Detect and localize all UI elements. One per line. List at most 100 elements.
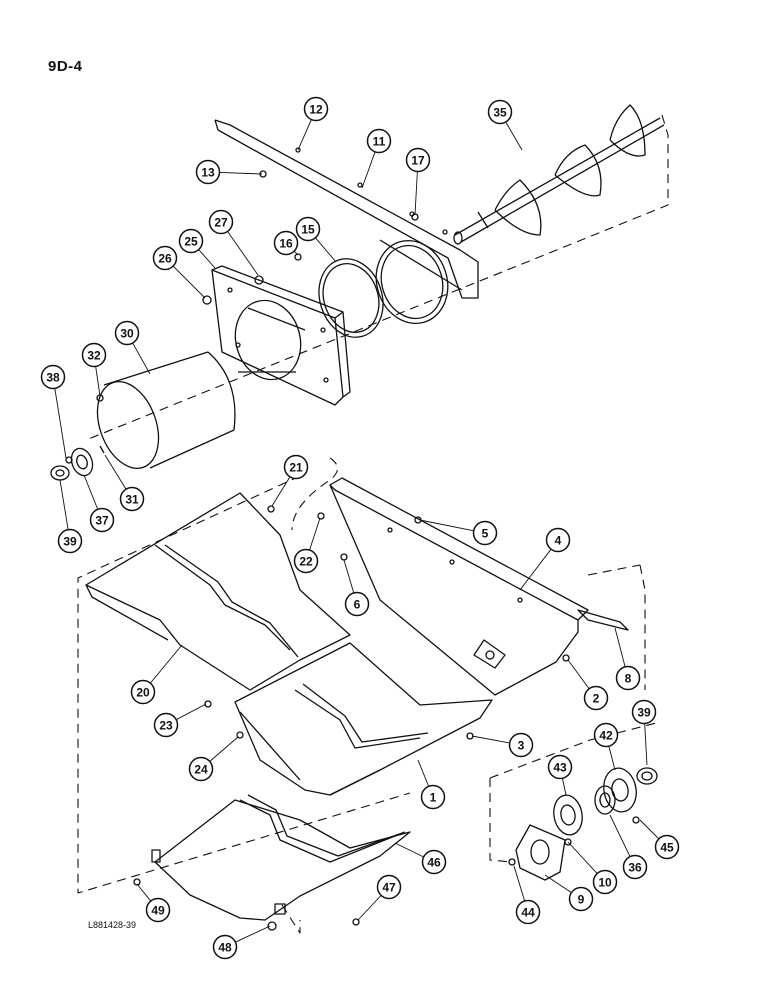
callout-30: 30: [114, 320, 140, 346]
leader-line-32: [95, 366, 101, 397]
callout-circle: [195, 159, 221, 185]
callout-circle: [114, 320, 140, 346]
callout-circle: [654, 834, 680, 860]
callout-label: 24: [194, 763, 208, 777]
callout-6: 6: [344, 591, 370, 617]
callout-label: 12: [309, 103, 323, 117]
leader-line-42: [608, 746, 616, 771]
callout-circle: [593, 722, 619, 748]
callout-15: 15: [295, 216, 321, 242]
callout-26: 26: [152, 245, 178, 271]
callout-label: 5: [482, 527, 489, 541]
leader-line-23: [176, 703, 207, 720]
callout-label: 30: [120, 327, 134, 341]
callout-label: 17: [411, 154, 425, 168]
leader-line-48: [235, 925, 271, 943]
callout-label: 42: [599, 729, 613, 743]
callout-circle: [295, 216, 321, 242]
callout-11: 11: [366, 128, 392, 154]
leader-line-37: [83, 474, 98, 510]
callout-1: 1: [420, 784, 446, 810]
leader-line-39: [644, 723, 648, 766]
callout-label: 11: [373, 135, 386, 149]
callout-label: 22: [299, 555, 313, 569]
callout-45: 45: [654, 834, 680, 860]
callout-44: 44: [515, 899, 541, 925]
leader-line-38: [54, 388, 67, 459]
leader-line-27: [227, 231, 259, 276]
callout-circle: [293, 548, 319, 574]
callout-27: 27: [208, 209, 234, 235]
mounting-plate: [211, 265, 351, 406]
callout-32: 32: [81, 342, 107, 368]
callout-label: 43: [553, 761, 567, 775]
dashed-group-lines: [77, 114, 669, 934]
callout-label: 46: [427, 856, 441, 870]
callout-label: 13: [201, 166, 215, 180]
drum-cylinder: [96, 351, 236, 470]
callout-42: 42: [593, 722, 619, 748]
callout-9: 9: [568, 886, 594, 912]
callout-circle: [153, 712, 179, 738]
lower-trough-panel: [151, 794, 411, 921]
callout-circle: [592, 869, 618, 895]
callout-label: 39: [637, 706, 651, 720]
leader-line-24: [209, 736, 239, 762]
leader-line-15: [315, 237, 337, 263]
leader-line-39: [59, 479, 69, 530]
upper-housing-plate: [214, 119, 479, 325]
callout-circle: [545, 527, 571, 553]
callout-31: 31: [119, 486, 145, 512]
right-bearing-assembly: [515, 767, 658, 881]
callout-20: 20: [130, 679, 156, 705]
callout-label: 3: [518, 739, 525, 753]
callout-circle: [303, 96, 329, 122]
callout-47: 47: [376, 874, 402, 900]
callout-circle: [622, 854, 648, 880]
callout-label: 2: [593, 692, 600, 706]
callout-circle: [583, 685, 609, 711]
leader-line-46: [394, 842, 424, 858]
callout-circle: [508, 732, 534, 758]
callout-39: 39: [57, 528, 83, 554]
callout-17: 17: [405, 147, 431, 173]
leader-line-2: [567, 659, 590, 689]
callout-circle: [344, 591, 370, 617]
left-bearing-assembly: [50, 445, 105, 481]
leader-line-26: [173, 266, 206, 299]
callout-25: 25: [178, 228, 204, 254]
callout-39: 39: [631, 699, 657, 725]
callout-38: 38: [40, 364, 66, 390]
callout-label: 8: [625, 672, 632, 686]
callout-label: 47: [382, 881, 396, 895]
callout-circle: [631, 699, 657, 725]
callout-label: 35: [493, 106, 507, 120]
callout-4: 4: [545, 527, 571, 553]
callout-circle: [273, 230, 299, 256]
callout-circle: [212, 934, 238, 960]
callout-circle: [366, 128, 392, 154]
callout-label: 9: [578, 893, 585, 907]
callout-label: 15: [301, 223, 315, 237]
callout-37: 37: [89, 507, 115, 533]
callout-24: 24: [188, 756, 214, 782]
callout-13: 13: [195, 159, 221, 185]
callout-46: 46: [421, 849, 447, 875]
callout-label: 49: [151, 904, 165, 918]
callout-label: 16: [279, 237, 293, 251]
auger-shaft: [453, 104, 665, 245]
callout-label: 38: [46, 371, 60, 385]
callout-22: 22: [293, 548, 319, 574]
callout-circle: [421, 849, 447, 875]
callout-group: 1234568910111213151617202122232425262730…: [40, 96, 680, 960]
callout-circle: [130, 679, 156, 705]
callout-circle: [515, 899, 541, 925]
leader-line-36: [609, 814, 631, 857]
callout-label: 39: [63, 535, 77, 549]
leader-line-22: [309, 517, 321, 550]
callout-43: 43: [547, 754, 573, 780]
leader-line-20: [150, 644, 183, 684]
callout-circle: [405, 147, 431, 173]
middle-trough-panel: [234, 642, 493, 796]
